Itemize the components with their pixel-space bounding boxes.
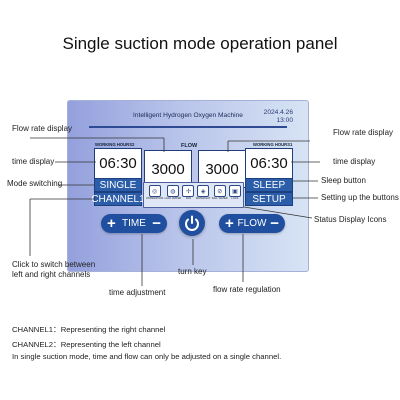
working-hours-1-label: WORKING HOURS1 [253,142,293,147]
status-label: FALL WATER [211,197,228,200]
footnote-channel1: CHANNEL1：Representing the right channel [12,324,165,335]
time-adjust-pill: + TIME − [101,214,167,233]
setup-button[interactable]: SETUP [245,192,293,206]
sleep-button[interactable]: SLEEP [245,178,293,192]
annotation-setup-buttons: Setting up the buttons [321,193,399,202]
status-item-lack-water: ◍ LACK WATER [164,185,182,200]
time-pill-label: TIME [122,218,146,229]
status-item-atomization: ◎ ATOMIZATION [146,185,163,200]
status-item-fall-water: ⊘ FALL WATER [212,185,228,200]
working-hours-2-label: WORKING HOURS2 [95,142,135,147]
annotation-time-adjustment: time adjustment [109,288,166,297]
footnote-channel1-key: CHANNEL1： [12,325,61,334]
status-label: ATOMIZATION [146,197,164,200]
annotation-status-icons: Status Display Icons [314,215,387,224]
status-icon-strip: ◎ ATOMIZATION ◍ LACK WATER ✢ FAN ◈ WATER… [143,182,244,208]
channel-switch-button[interactable]: CHANNEL1 [91,192,145,206]
status-label: LOCK [231,197,239,200]
status-item-lock: ▣ LOCK [228,185,241,200]
mode-switch-button[interactable]: SINGLE [94,178,142,192]
title-divider [89,126,287,128]
time-decrease-button[interactable]: − [152,215,161,232]
annotation-time-display-left: time display [12,157,55,166]
flow-pill-label: FLOW [237,218,267,229]
annotation-turn-key: turn key [178,267,207,276]
status-label: FAN [185,197,191,200]
flow-decrease-button[interactable]: − [270,215,279,232]
water-level-icon: ◍ [166,185,179,197]
atomizer-icon: ◎ [148,185,161,197]
power-icon [185,215,199,231]
status-icons-row: ◎ ATOMIZATION ◍ LACK WATER ✢ FAN ◈ WATER… [146,185,241,200]
control-panel: Intelligent Hydrogen Oxygen Machine 2024… [67,100,309,272]
leader-status [243,206,313,219]
panel-title: Intelligent Hydrogen Oxygen Machine [133,112,243,119]
status-item-fan: ✢ FAN [182,185,195,200]
annotation-click-switch-1: Click to switch between [12,260,96,269]
time-increase-button[interactable]: + [107,215,116,232]
footnote-channel2: CHANNEL2：Representing the left channel [12,339,161,350]
annotation-sleep-button: Sleep button [321,176,366,185]
annotation-time-display-right: time display [333,157,376,166]
annotation-flow-rate-left: Flow rate display [12,124,73,133]
annotation-click-switch-2: left and right channels [12,270,91,279]
water-drop-icon: ◈ [197,185,210,197]
panel-time: 13:00 [276,117,293,124]
right-time-display: 06:30 [245,148,293,179]
flow-label: FLOW [181,143,198,149]
footnote-single-mode: In single suction mode, time and flow ca… [12,352,282,361]
footnote-channel1-text: Representing the right channel [60,325,166,334]
panel-datetime: 2024.4.26 13:00 [264,109,293,125]
annotation-flow-regulation: flow rate regulation [213,285,281,294]
status-label: WATER EXT [195,197,211,200]
left-flow-display: 3000 [144,150,192,188]
page-heading: Single suction mode operation panel [62,34,338,53]
annotation-flow-rate-right: Flow rate display [333,128,394,137]
lock-icon: ▣ [228,185,241,197]
power-key-button[interactable] [179,210,205,236]
footnote-channel2-text: Representing the left channel [60,340,161,349]
tilt-icon: ⊘ [213,185,226,197]
footnote-channel2-key: CHANNEL2： [12,340,61,349]
flow-adjust-pill: + FLOW − [219,214,285,233]
flow-increase-button[interactable]: + [225,215,234,232]
status-label: LACK WATER [164,197,182,200]
fan-icon: ✢ [182,185,195,197]
annotation-mode-switching: Mode switching [7,179,63,188]
status-item-water-ext: ◈ WATER EXT [196,185,211,200]
panel-date: 2024.4.26 [263,109,293,116]
right-flow-display: 3000 [198,150,246,188]
